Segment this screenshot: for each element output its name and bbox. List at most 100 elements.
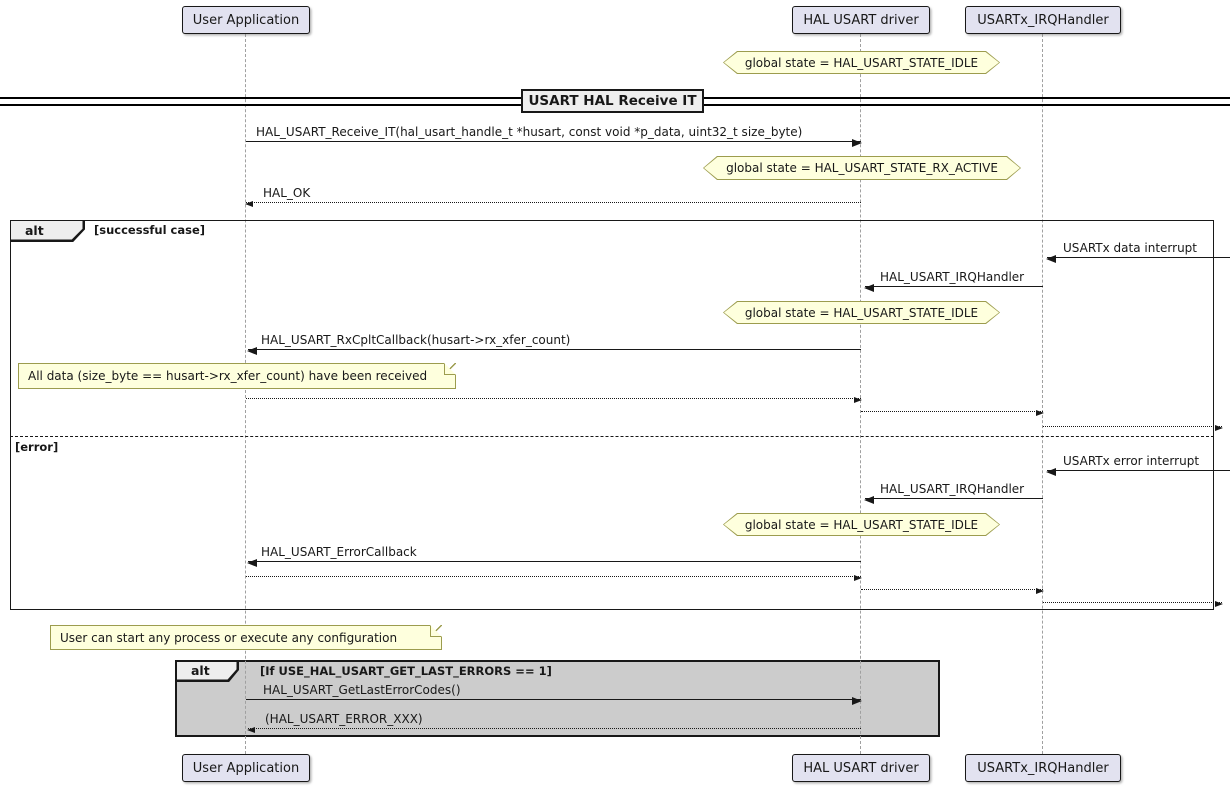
message-error-callback: HAL_USART_ErrorCallback xyxy=(247,542,861,567)
frame-keyword: alt xyxy=(191,663,210,679)
message-line xyxy=(861,411,1043,412)
message-label: HAL_USART_RxCpltCallback(husart->rx_xfer… xyxy=(261,333,571,347)
message-label: HAL_USART_GetLastErrorCodes() xyxy=(263,683,461,697)
message-line xyxy=(246,699,861,700)
note-text: global state = HAL_USART_STATE_IDLE xyxy=(744,55,979,70)
return-arrow xyxy=(1043,407,1223,431)
arrowhead-left-icon xyxy=(864,284,874,292)
message-line xyxy=(248,349,861,350)
message-rx-cplt-callback: HAL_USART_RxCpltCallback(husart->rx_xfer… xyxy=(247,330,861,355)
message-get-last-error-codes: HAL_USART_GetLastErrorCodes() xyxy=(246,680,862,705)
message-usartx-data-interrupt: USARTx data interrupt xyxy=(1046,238,1230,263)
note-all-data-received: All data (size_byte == husart->rx_xfer_c… xyxy=(18,363,456,389)
message-hal-ok: HAL_OK xyxy=(245,183,861,207)
participant-hal-usart-driver-bottom: HAL USART driver xyxy=(792,754,930,782)
return-arrow xyxy=(861,392,1044,416)
note-state-rx-active: global state = HAL_USART_STATE_RX_ACTIVE xyxy=(703,156,1021,180)
message-line xyxy=(246,202,861,203)
participant-label: USARTx_IRQHandler xyxy=(977,12,1109,28)
note-state-idle-error: global state = HAL_USART_STATE_IDLE xyxy=(723,513,1000,536)
message-line xyxy=(246,141,861,142)
frame-alt-main xyxy=(10,220,1214,610)
arrowhead-right-icon xyxy=(1215,425,1223,431)
participant-usartx-irqhandler-top: USARTx_IRQHandler xyxy=(965,6,1121,34)
arrowhead-left-icon xyxy=(1046,468,1056,476)
arrowhead-left-icon xyxy=(864,496,874,504)
message-label: USARTx data interrupt xyxy=(1063,241,1197,255)
message-label: HAL_USART_ErrorCallback xyxy=(261,545,417,559)
note-text: User can start any process or execute an… xyxy=(60,630,398,645)
return-arrow xyxy=(1043,583,1223,607)
frame-alt-main-else-condition: [error] xyxy=(15,440,59,454)
message-label: HAL_USART_IRQHandler xyxy=(880,270,1025,284)
note-text: global state = HAL_USART_STATE_IDLE xyxy=(744,305,979,320)
message-line xyxy=(248,728,861,729)
arrowhead-right-icon xyxy=(854,575,862,581)
message-line xyxy=(865,286,1043,287)
lifeline-usartx-irqhandler xyxy=(1042,34,1043,754)
participant-label: HAL USART driver xyxy=(803,12,919,28)
arrowhead-right-icon xyxy=(1036,588,1044,594)
participant-user-application-bottom: User Application xyxy=(182,754,310,782)
message-line xyxy=(1043,426,1222,427)
arrowhead-left-icon xyxy=(247,727,255,733)
arrowhead-left-icon xyxy=(1046,255,1056,263)
return-arrow xyxy=(861,570,1044,594)
message-line xyxy=(1043,602,1222,603)
frame-alt-main-tab: alt xyxy=(11,221,85,242)
frame-alt-errors-tab: alt xyxy=(177,662,239,682)
arrowhead-left-icon xyxy=(247,559,257,567)
message-label: HAL_OK xyxy=(263,186,311,200)
arrowhead-right-icon xyxy=(1215,601,1223,607)
message-line xyxy=(246,576,861,577)
participant-hal-usart-driver-top: HAL USART driver xyxy=(792,6,930,34)
arrowhead-right-icon xyxy=(852,139,862,147)
arrowhead-left-icon xyxy=(245,201,253,207)
message-receive-it: HAL_USART_Receive_IT(hal_usart_handle_t … xyxy=(246,122,862,147)
frame-alt-main-condition: [successful case] xyxy=(94,223,206,237)
frame-alt-main-else-divider xyxy=(10,436,1214,437)
message-line xyxy=(1047,257,1230,258)
arrowhead-right-icon xyxy=(852,697,862,705)
arrowhead-right-icon xyxy=(1036,410,1044,416)
diagram-title: USART HAL Receive IT xyxy=(521,89,704,113)
message-error-xxx: (HAL_USART_ERROR_XXX) xyxy=(247,709,861,733)
arrowhead-right-icon xyxy=(854,397,862,403)
frame-keyword: alt xyxy=(25,222,44,238)
note-text: global state = HAL_USART_STATE_IDLE xyxy=(744,517,979,532)
return-arrow xyxy=(246,557,862,581)
note-state-idle-initial: global state = HAL_USART_STATE_IDLE xyxy=(723,51,1000,74)
hexnote-body: global state = HAL_USART_STATE_IDLE xyxy=(724,302,999,323)
frame-tab-label: alt xyxy=(177,662,237,680)
hexnote-body: global state = HAL_USART_STATE_IDLE xyxy=(724,514,999,535)
frame-alt-errors-condition: [If USE_HAL_USART_GET_LAST_ERRORS == 1] xyxy=(260,664,552,678)
arrowhead-left-icon xyxy=(247,347,257,355)
participant-user-application-top: User Application xyxy=(182,6,310,34)
message-line xyxy=(861,589,1043,590)
hexnote-body: global state = HAL_USART_STATE_RX_ACTIVE xyxy=(704,157,1020,179)
message-label: HAL_USART_IRQHandler xyxy=(880,482,1025,496)
lifeline-user-application xyxy=(245,34,246,754)
participant-label: User Application xyxy=(192,760,300,776)
message-line xyxy=(865,498,1043,499)
message-irq-handler-success: HAL_USART_IRQHandler xyxy=(864,267,1043,292)
participant-label: HAL USART driver xyxy=(803,760,919,776)
message-usartx-error-interrupt: USARTx error interrupt xyxy=(1046,451,1230,476)
message-label: (HAL_USART_ERROR_XXX) xyxy=(265,712,423,726)
participant-label: USARTx_IRQHandler xyxy=(977,760,1109,776)
lifeline-hal-usart-driver xyxy=(860,34,861,754)
message-label: USARTx error interrupt xyxy=(1063,454,1200,468)
diagram-title-label: USART HAL Receive IT xyxy=(528,93,697,109)
note-user-process: User can start any process or execute an… xyxy=(50,625,442,650)
note-text: global state = HAL_USART_STATE_RX_ACTIVE xyxy=(726,161,998,175)
note-text: All data (size_byte == husart->rx_xfer_c… xyxy=(28,369,428,383)
frame-tab-label: alt xyxy=(11,221,83,240)
frame-alt-errors xyxy=(175,660,940,737)
message-label: HAL_USART_Receive_IT(hal_usart_handle_t … xyxy=(256,125,803,139)
message-irq-handler-error: HAL_USART_IRQHandler xyxy=(864,479,1043,504)
note-state-idle-success: global state = HAL_USART_STATE_IDLE xyxy=(723,301,1000,324)
message-line xyxy=(248,561,861,562)
message-line xyxy=(1047,470,1230,471)
return-arrow xyxy=(246,379,862,403)
